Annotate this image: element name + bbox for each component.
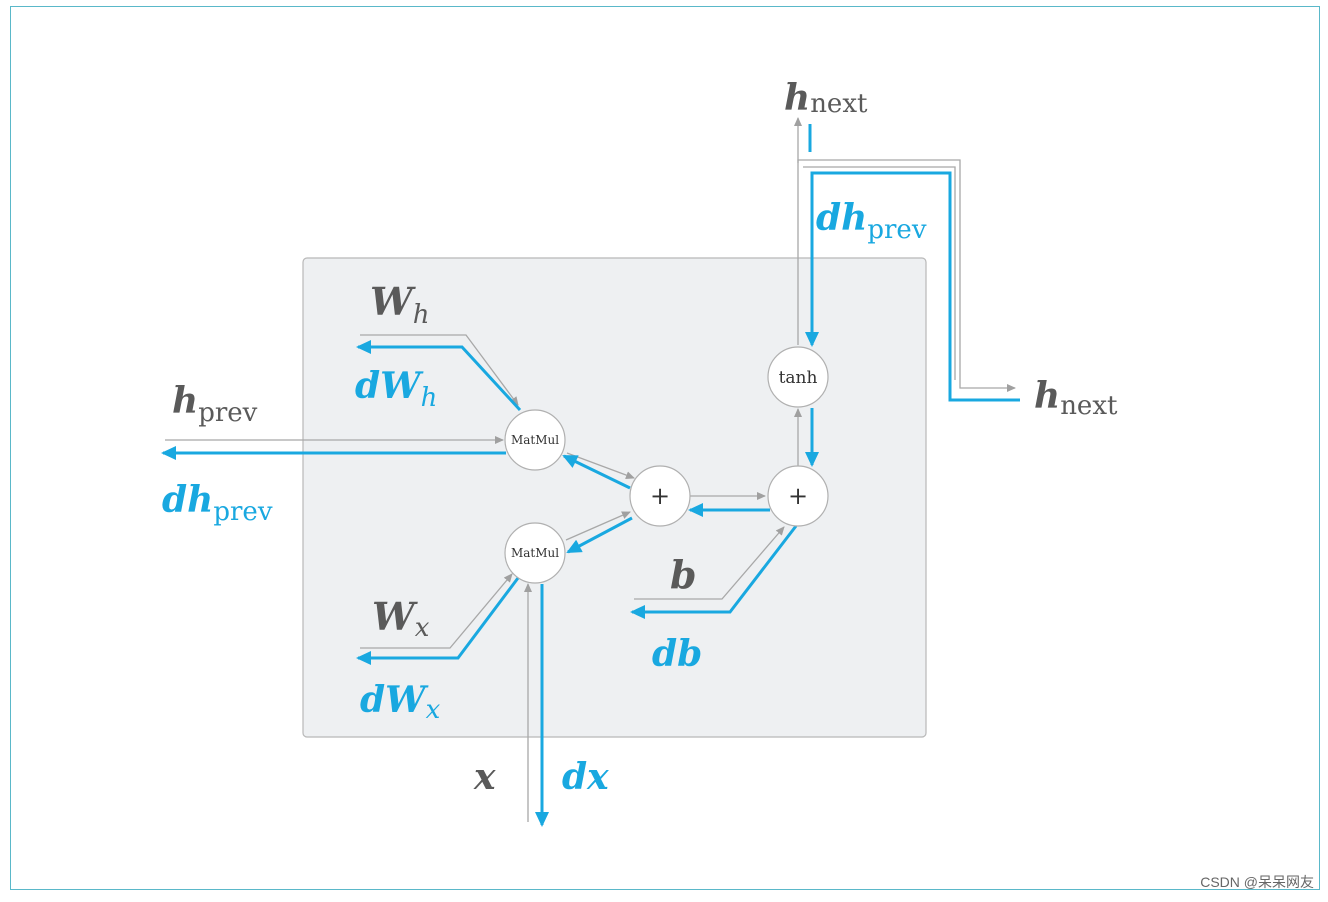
label-db: db bbox=[652, 633, 702, 675]
watermark: CSDN @呆呆网友 bbox=[1200, 874, 1314, 890]
label-w-h: Wh bbox=[370, 279, 429, 330]
label-dh-prev-top: dhprev bbox=[816, 197, 927, 245]
label-h-next-right: hnext bbox=[1034, 375, 1118, 421]
label-dw-x: dWx bbox=[360, 679, 441, 725]
tanh-label: tanh bbox=[779, 368, 818, 388]
node-matmul-h: MatMul bbox=[504, 409, 566, 471]
label-dw-h: dWh bbox=[355, 365, 437, 413]
plus-left-label: + bbox=[650, 482, 670, 510]
plus-right-label: + bbox=[788, 482, 808, 510]
label-dx: dx bbox=[562, 756, 609, 798]
label-h-next-top: hnext bbox=[784, 77, 868, 119]
figure-frame bbox=[10, 6, 1320, 890]
rnn-cell-box bbox=[302, 257, 927, 738]
node-plus-left: + bbox=[629, 465, 691, 527]
forward-paths bbox=[165, 117, 1016, 822]
label-w-x: Wx bbox=[372, 594, 430, 643]
label-b: b bbox=[670, 552, 697, 597]
label-x: x bbox=[473, 756, 496, 798]
node-matmul-x: MatMul bbox=[504, 522, 566, 584]
matmul-x-label: MatMul bbox=[511, 546, 559, 560]
backward-paths bbox=[161, 124, 1020, 827]
node-plus-right: + bbox=[767, 465, 829, 527]
label-dh-prev-left: dhprev bbox=[162, 479, 273, 527]
label-h-prev: hprev bbox=[172, 380, 258, 428]
node-tanh: tanh bbox=[767, 346, 829, 408]
matmul-h-label: MatMul bbox=[511, 433, 559, 447]
